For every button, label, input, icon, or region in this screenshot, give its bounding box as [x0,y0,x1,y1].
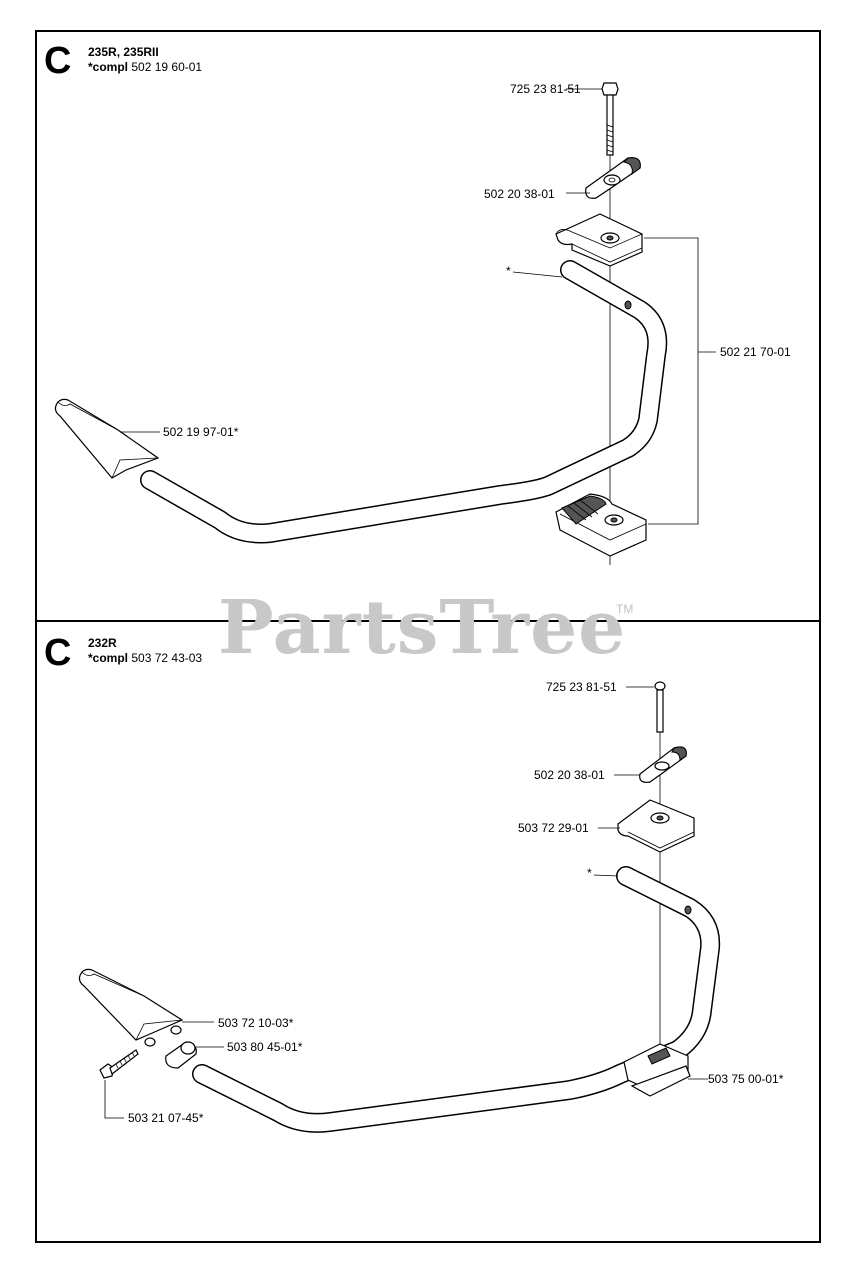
leader-screw-2 [104,1080,124,1119]
section-2-models: 232R [88,636,117,650]
part-label-clamp-top-2: 503 72 29-01 [518,821,589,835]
section-2-compl: *compl 503 72 43-03 [88,651,203,665]
part-label-grip-2: 503 72 10-03* [218,1016,294,1030]
part-label-clamp-bottom-2: 503 75 00-01* [708,1072,784,1086]
part-label-sleeve-2: 503 80 45-01* [227,1040,303,1054]
clamp-top-2 [617,799,695,853]
section-1-compl: *compl 502 19 60-01 [88,60,203,74]
part-label-clamp-set-1: 502 21 70-01 [720,345,791,359]
section-2-assembly [78,681,721,1133]
clamp-lower-1 [555,493,647,557]
part-label-screw-2: 503 21 07-45* [128,1111,204,1125]
clamp-upper-1 [555,213,643,267]
section-1-models: 235R, 235RII [88,45,159,59]
grip-1 [54,398,160,479]
section-2-letter: C [44,632,72,674]
grip-2 [78,968,184,1047]
section-1-letter: C [44,40,72,82]
diagram-frame [35,30,821,1243]
knob-2 [639,746,687,783]
part-label-knob-2: 502 20 38-01 [534,768,605,782]
part-label-bolt-1: 725 23 81-51 [510,82,581,96]
part-label-handle-2: * [587,866,592,880]
clamp-bottom-2 [623,1043,691,1097]
part-label-bolt-2: 725 23 81-51 [546,680,617,694]
bolt-1 [601,82,619,156]
part-label-knob-1: 502 20 38-01 [484,187,555,201]
screw-2 [99,1049,139,1079]
part-label-grip-1: 502 19 97-01* [163,425,239,439]
leader-handle-2 [593,874,619,877]
handle-tube-1 [140,260,668,544]
leader-handle-1 [512,271,563,278]
bolt-2 [654,681,666,733]
sleeve-2 [165,1041,197,1069]
bracket-clamp-set-1 [644,237,699,525]
part-label-handle-1: * [506,264,511,278]
knob-1 [585,157,641,199]
watermark-trademark: TM [616,602,634,616]
section-1-assembly [54,82,716,565]
section-divider [35,620,821,622]
